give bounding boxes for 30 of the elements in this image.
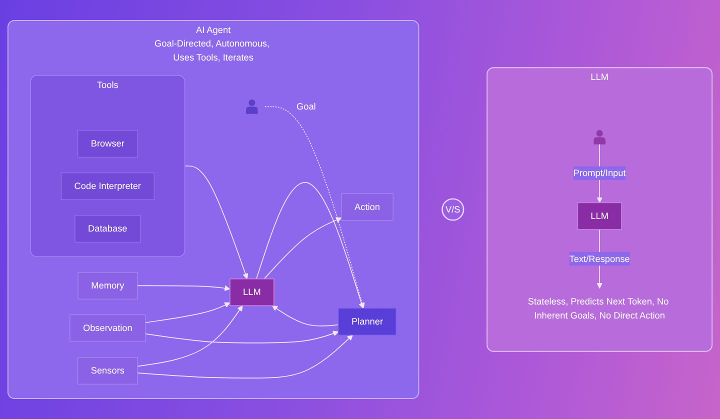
process-box: Memory [78, 272, 138, 300]
arrow [264, 106, 365, 309]
person-icon [594, 130, 606, 144]
arrow [144, 302, 230, 324]
process-box: Sensors [77, 356, 138, 384]
arrow [137, 305, 243, 367]
arrow [256, 182, 364, 309]
arrow [144, 330, 339, 344]
arrow [184, 166, 248, 280]
process-box: Code Interpreter [60, 172, 154, 200]
panel-title: AI Agent Goal-Directed, Autonomous, Uses Tools, Iterates [154, 24, 270, 62]
arrow [264, 217, 342, 280]
panel-title: LLM [590, 72, 608, 82]
process-box: LLM [577, 202, 622, 230]
process-box: Database [74, 215, 141, 243]
description-text: Stateless, Predicts Next Token, No Inherent Goals, No Direct Action [528, 296, 669, 320]
group-title: Tools [96, 79, 118, 90]
edge-label: Text/Response [569, 253, 630, 264]
arrow [136, 285, 230, 292]
process-box: Planner [338, 308, 396, 336]
process-box: Observation [70, 314, 146, 342]
edge-label: Goal [296, 101, 316, 112]
versus-circle: V/S [442, 198, 464, 221]
arrow [272, 305, 339, 326]
edge-label: Prompt/Input [573, 166, 626, 180]
arrow [137, 334, 353, 378]
person-icon [246, 99, 258, 114]
process-box: LLM [229, 278, 274, 306]
process-box: Browser [77, 130, 138, 158]
process-box: Action [341, 193, 394, 221]
